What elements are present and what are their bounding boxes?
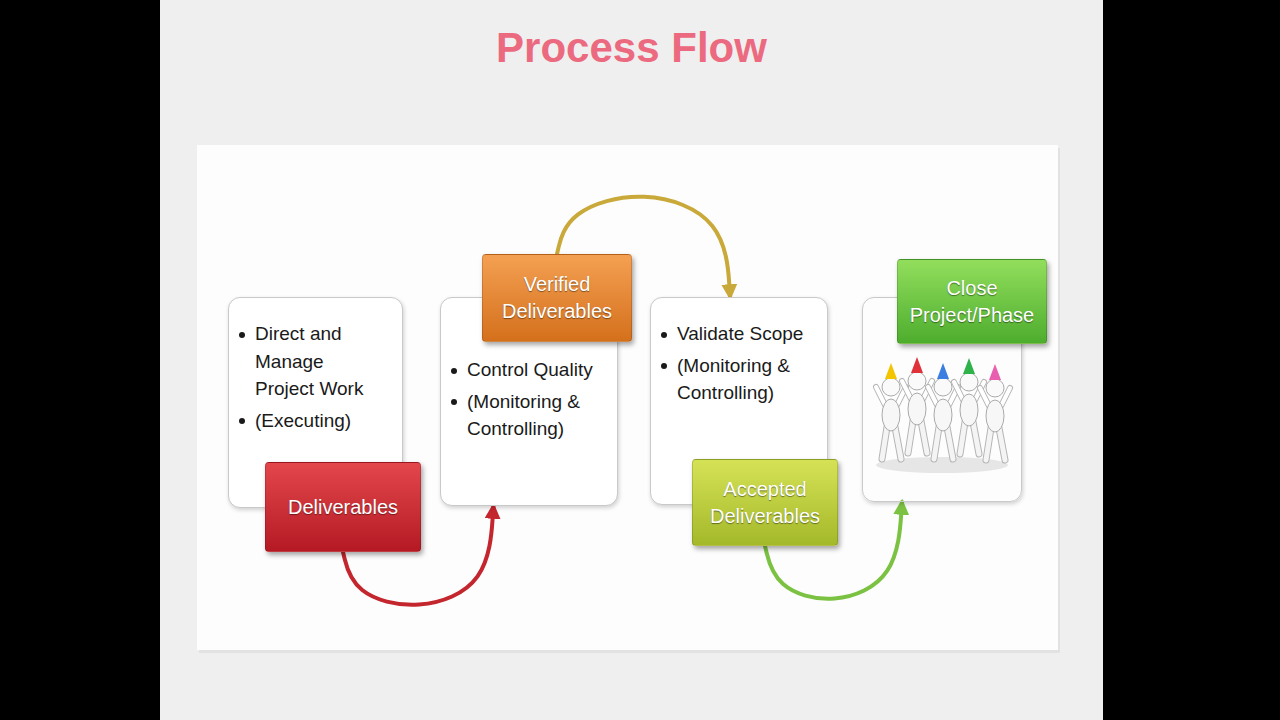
party-hat <box>963 358 975 374</box>
figure <box>876 363 906 459</box>
figure <box>902 357 932 453</box>
tag-label: Close Project/Phase <box>906 275 1038 329</box>
figure <box>954 358 984 454</box>
diagram-panel <box>197 145 1058 650</box>
figure-body <box>980 379 1010 460</box>
process-text: Validate Scope <box>651 320 813 348</box>
closing-box: Close Project/Phase <box>862 297 1022 502</box>
figure <box>928 363 958 459</box>
deliverable-tag: Deliverables <box>265 462 421 552</box>
party-hat <box>937 363 949 379</box>
tag-label: Verified Deliverables <box>491 271 623 325</box>
party-hat <box>911 357 923 373</box>
process-text: Direct and Manage Project Work <box>229 320 388 403</box>
process-text: Control Quality <box>441 356 603 384</box>
process-text: (Monitoring & Controlling) <box>441 388 603 443</box>
figure <box>980 364 1010 460</box>
deliverable-tag: Accepted Deliverables <box>692 459 838 546</box>
figure-body <box>928 378 958 459</box>
tag-label: Accepted Deliverables <box>701 476 829 530</box>
party-hat <box>989 364 1001 380</box>
tag-label: Deliverables <box>288 494 398 521</box>
figure-body <box>876 378 906 459</box>
slide <box>160 0 1103 720</box>
deliverable-tag: Verified Deliverables <box>482 254 632 342</box>
slide-title: Process Flow <box>160 24 1103 72</box>
process-text: (Executing) <box>229 407 388 435</box>
party-hat <box>885 363 897 379</box>
process-text: (Monitoring & Controlling) <box>651 352 813 407</box>
closing-tag: Close Project/Phase <box>897 259 1047 344</box>
